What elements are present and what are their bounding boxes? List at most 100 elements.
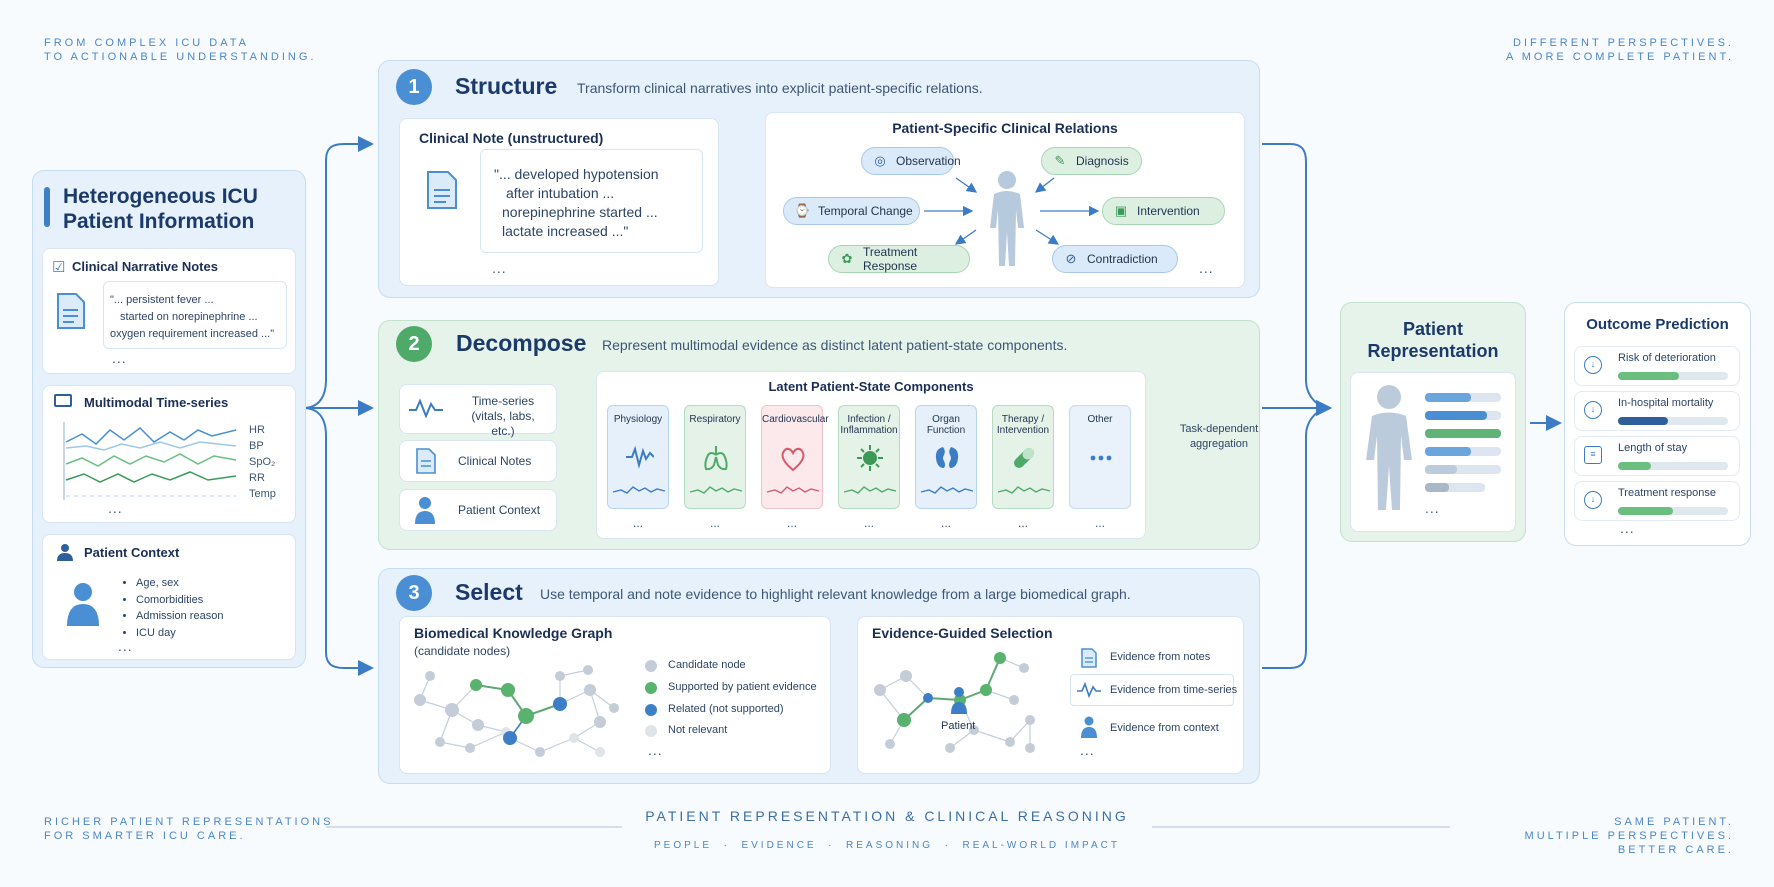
evidence-timeseries: Evidence from time-series <box>1110 684 1238 696</box>
relation-contradiction: ⊘Contradiction <box>1052 245 1178 273</box>
component-label: Other <box>1087 414 1113 425</box>
step-number-1: 1 <box>396 69 432 105</box>
structure-subtitle: Transform clinical narratives into expli… <box>577 80 983 96</box>
timeseries-title: Multimodal Time-series <box>84 395 229 410</box>
legend-candidate-dot <box>645 660 657 672</box>
evidence-timeseries-box <box>1070 674 1234 706</box>
treatment-response-icon: ↓ <box>1584 491 1602 509</box>
monitor-icon <box>54 394 72 407</box>
component-trend-line <box>997 486 1051 494</box>
outcome-bar-fill <box>1618 417 1668 425</box>
outcome-title: Outcome Prediction <box>1586 316 1729 333</box>
waveform-icon <box>408 398 444 423</box>
relations-title: Patient-Specific Clinical Relations <box>892 120 1118 136</box>
evidence-notes-icon <box>1080 647 1098 674</box>
input-clinical-notes-label: Clinical Notes <box>458 454 532 468</box>
outcome-bar-fill <box>1618 462 1651 470</box>
component-more: ... <box>632 516 643 530</box>
legend-related-dot <box>645 704 657 716</box>
outcome-label: Risk of deterioration <box>1618 352 1716 364</box>
outcome-bar-fill <box>1618 507 1673 515</box>
virus-icon <box>857 445 883 471</box>
legend-supported: Supported by patient evidence <box>668 681 817 693</box>
component-label: Respiratory <box>689 414 741 425</box>
feature-bar <box>1425 483 1449 492</box>
diagnosis-icon: ✎ <box>1054 153 1066 168</box>
footer-tagline: PEOPLE · EVIDENCE · REASONING · REAL-WOR… <box>654 840 1120 851</box>
outcome-bar-track <box>1618 507 1728 515</box>
patient-silhouette-icon <box>986 170 1028 273</box>
relation-treatment-response: ✿Treatment Response <box>828 245 970 273</box>
branch-line <box>302 136 374 409</box>
outcome-label: Treatment response <box>1618 487 1717 499</box>
corner-text-bottom-right: SAME PATIENT.MULTIPLE PERSPECTIVES.BETTE… <box>1524 816 1734 856</box>
component-label: Infection /Inflammation <box>840 414 898 436</box>
timeseries-more: ... <box>108 500 123 516</box>
patient-context-list: Age, sexComorbiditiesAdmission reasonICU… <box>118 575 223 641</box>
checklist-icon: ☑ <box>52 259 66 276</box>
latent-components-title: Latent Patient-State Components <box>768 379 974 394</box>
component-more: ... <box>709 516 720 530</box>
evidence-more: ... <box>1080 742 1095 758</box>
outcome-label: In-hospital mortality <box>1618 397 1714 409</box>
heart-icon <box>781 447 805 472</box>
legend-candidate: Candidate node <box>668 659 746 671</box>
step-number-2: 2 <box>396 326 432 362</box>
decompose-subtitle: Represent multimodal evidence as distinc… <box>602 337 1068 353</box>
structure-title: Structure <box>455 73 558 99</box>
evidence-context-icon <box>1080 716 1098 743</box>
corner-text-top-right: DIFFERENT PERSPECTIVES.A MORE COMPLETE P… <box>1505 37 1734 63</box>
knowledge-graph-title: Biomedical Knowledge Graph <box>414 625 613 641</box>
lungs-icon <box>704 446 728 471</box>
component-label: Organ Function <box>926 414 966 436</box>
input-timeseries-label: Time-series(vitals, labs, etc.) <box>471 394 535 438</box>
length-of-stay-icon: ≡ <box>1584 446 1602 464</box>
kidney-icon <box>935 447 959 468</box>
relation-diagnosis: ✎Diagnosis <box>1041 147 1142 175</box>
branch-line <box>302 407 374 676</box>
feature-bar-track <box>1425 465 1501 474</box>
component-cardiovascular: Cardiovascular... <box>761 405 829 530</box>
feature-bar <box>1425 465 1457 474</box>
feature-bar <box>1425 393 1471 402</box>
component-trend-line <box>766 486 820 494</box>
input-patient-context-label: Patient Context <box>458 503 541 517</box>
select-title: Select <box>455 579 523 605</box>
outcome-more: ... <box>1620 520 1635 536</box>
component-trend-line <box>689 486 743 494</box>
notes-quote: "... persistent fever ...started on nore… <box>110 294 275 340</box>
context-more: ... <box>118 638 133 654</box>
relation-observation: ◎Observation <box>861 147 961 175</box>
component-label: Cardiovascular <box>762 414 829 425</box>
select-subtitle: Use temporal and note evidence to highli… <box>540 586 1131 602</box>
document-icon <box>56 292 86 335</box>
component-organ-function: Organ Function... <box>915 405 977 530</box>
clinical-note-title: Clinical Note (unstructured) <box>419 130 604 146</box>
feature-bar-track <box>1425 483 1485 492</box>
component-therapy: Therapy /Intervention... <box>992 405 1054 530</box>
more-icon <box>1090 455 1112 461</box>
evidence-selection-card <box>857 616 1244 774</box>
relation-temporal-change: ⌚Temporal Change <box>783 197 920 225</box>
treatment-response-icon: ✿ <box>841 251 853 266</box>
component-physiology: Physiology... <box>607 405 669 530</box>
knowledge-graph-subtitle: (candidate nodes) <box>414 644 511 658</box>
legend-supported-dot <box>645 682 657 694</box>
component-respiratory: Respiratory... <box>684 405 746 530</box>
component-trend-line <box>612 486 666 494</box>
waveform-icon <box>626 445 654 469</box>
component-other: Other... <box>1069 405 1131 530</box>
notes-more: ... <box>112 350 127 366</box>
outcome-bar-track <box>1618 462 1728 470</box>
legend-related: Related (not supported) <box>668 703 784 715</box>
component-trend-line <box>920 486 974 494</box>
legend-more: ... <box>648 742 663 758</box>
